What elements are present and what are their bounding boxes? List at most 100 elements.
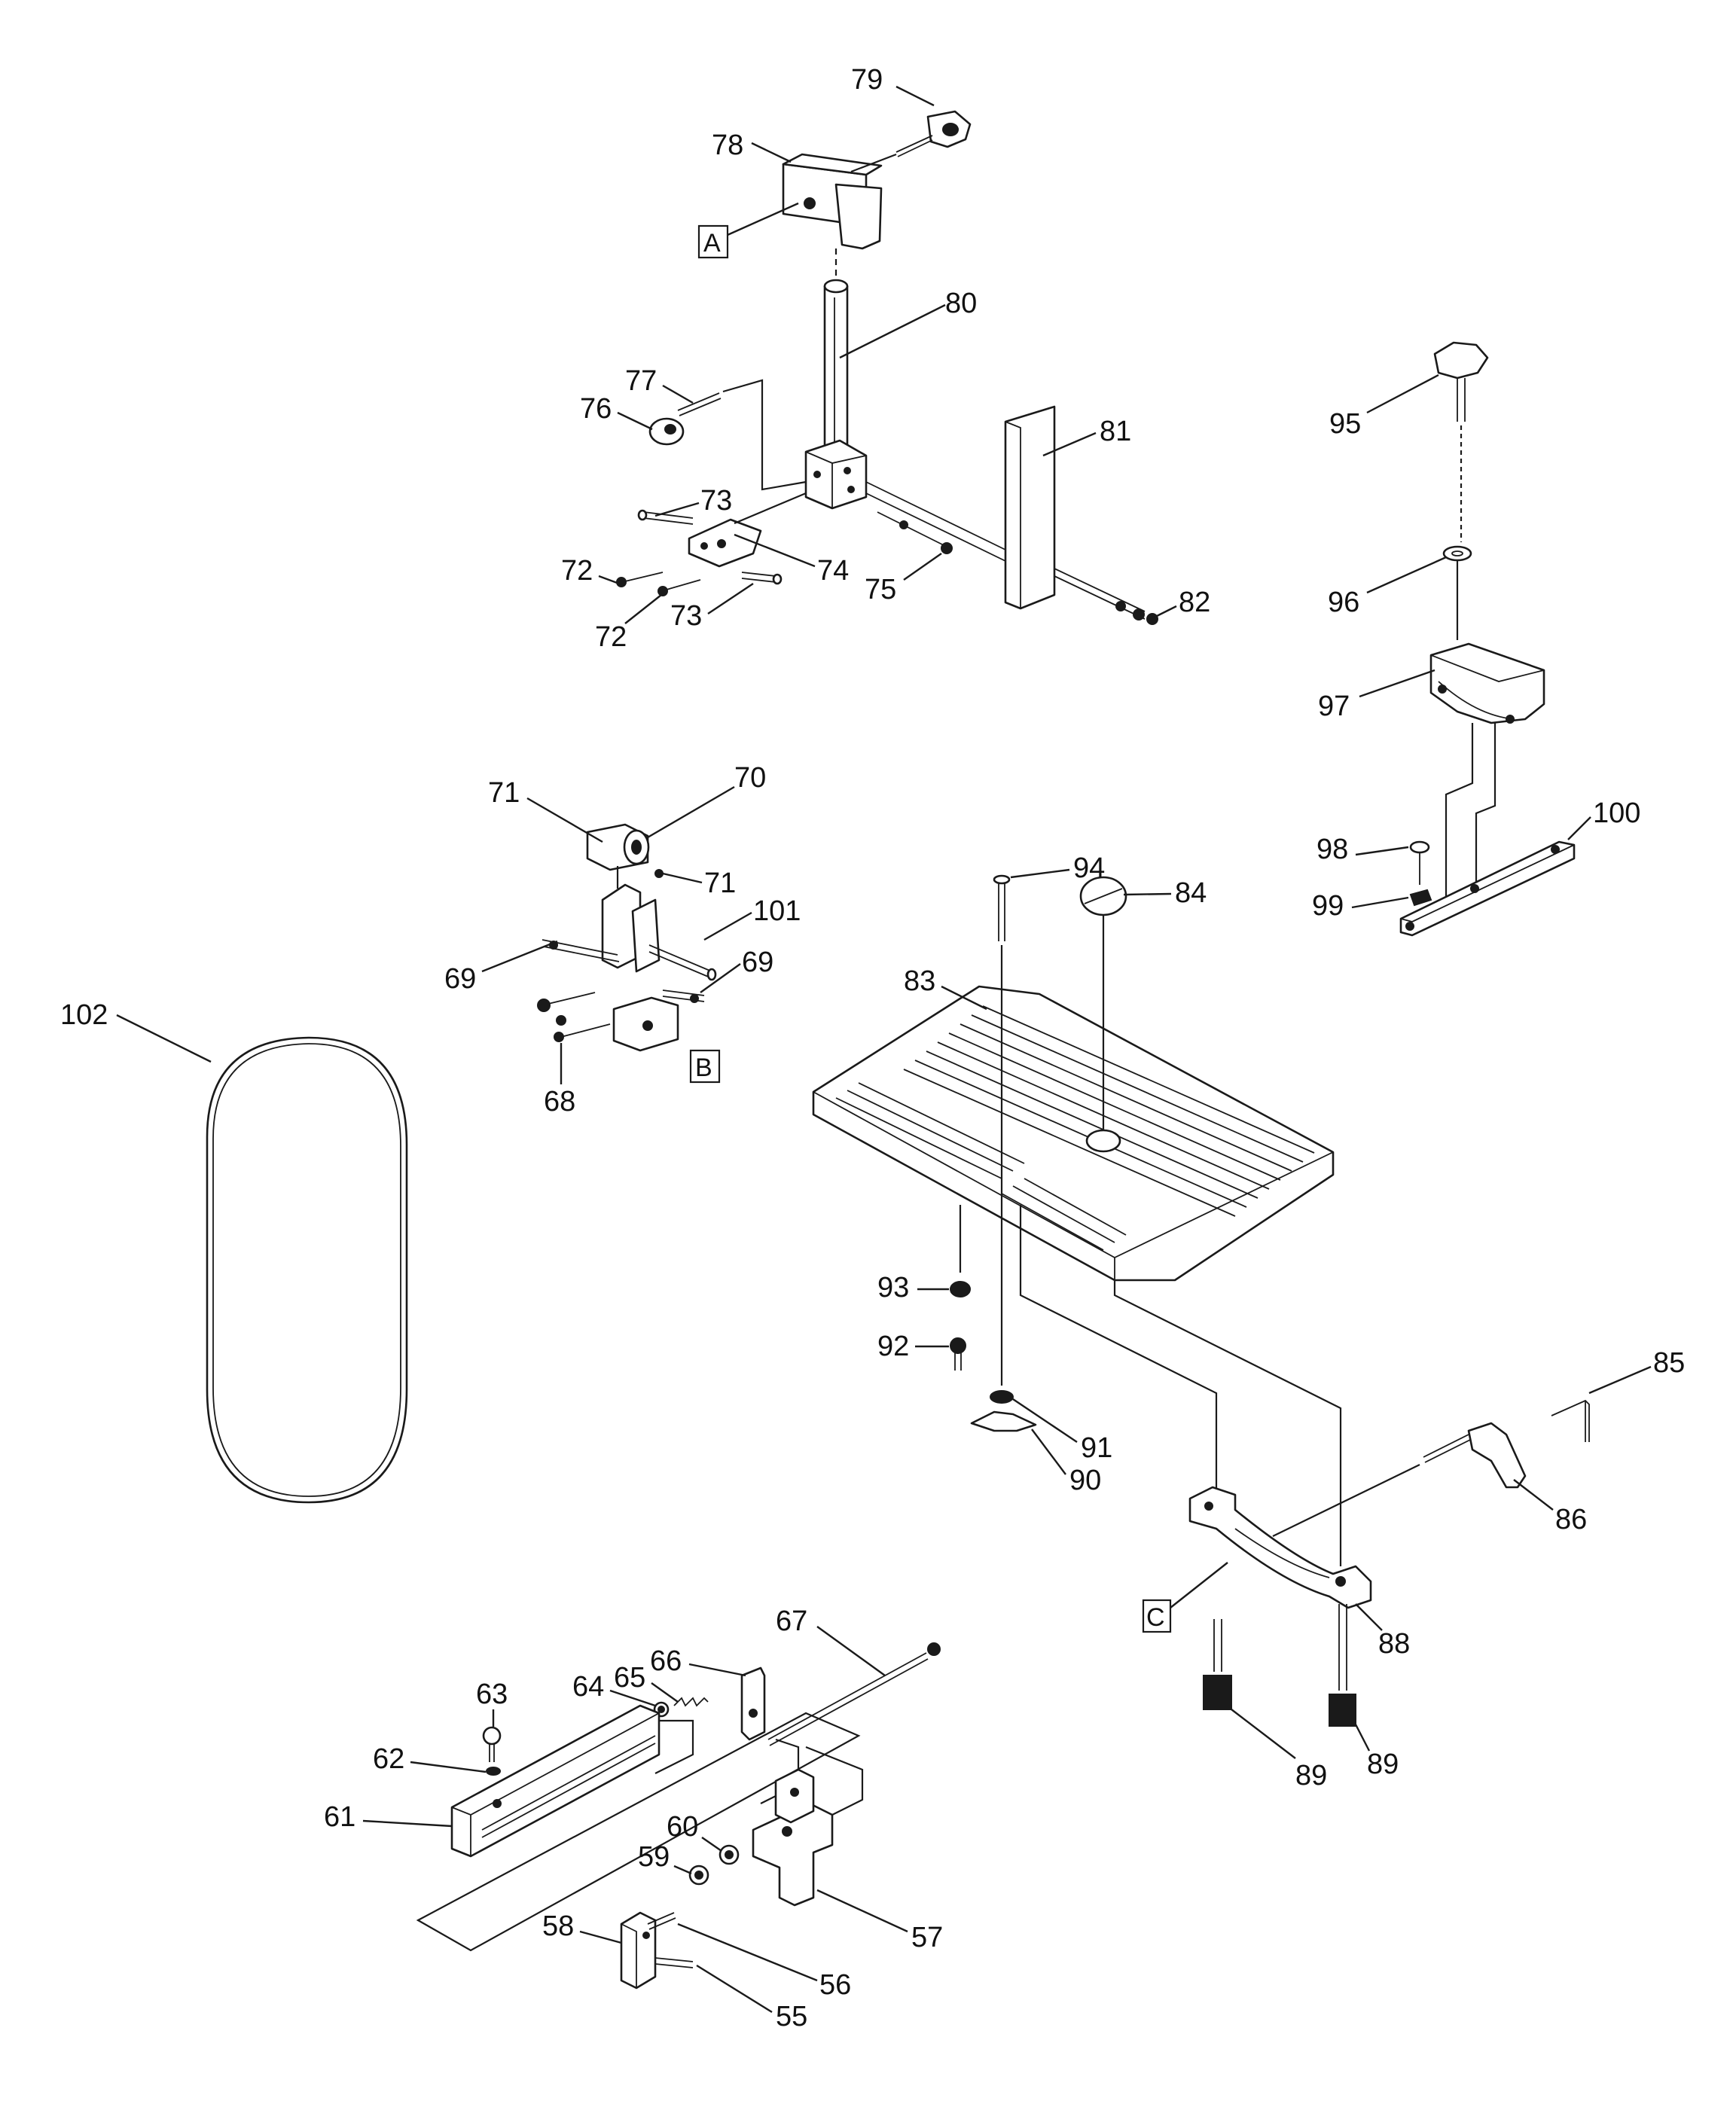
part-94-bolt	[993, 874, 1011, 1386]
svg-text:76: 76	[580, 393, 612, 425]
guide-plate	[612, 996, 679, 1052]
callout-60: 60	[667, 1811, 722, 1852]
callout-57: 57	[816, 1889, 943, 1953]
svg-text:61: 61	[324, 1801, 355, 1833]
svg-text:70: 70	[734, 762, 766, 794]
part-77-pin	[677, 392, 722, 416]
svg-text:63: 63	[476, 1679, 508, 1710]
callout-61: 61	[324, 1801, 453, 1833]
callout-96: 96	[1328, 556, 1447, 618]
svg-text:58: 58	[542, 1910, 574, 1942]
svg-text:84: 84	[1175, 877, 1207, 909]
svg-text:60: 60	[667, 1811, 698, 1843]
callout-69a: 69	[444, 940, 558, 995]
svg-text:B: B	[695, 1054, 712, 1082]
table-grooves	[835, 1005, 1315, 1251]
callout-99: 99	[1312, 890, 1409, 922]
part-65-spring	[673, 1697, 709, 1707]
part-86-lock-handle	[1272, 1422, 1527, 1537]
svg-text:59: 59	[638, 1841, 670, 1873]
callout-70: 70	[647, 762, 766, 839]
part-74-guide-bracket	[688, 492, 807, 568]
part-79-lock-knob	[895, 110, 972, 157]
svg-text:89: 89	[1367, 1749, 1399, 1780]
part-89-stop-right	[1329, 1604, 1356, 1727]
lower-assembly	[416, 1642, 941, 1990]
guide-post-block	[804, 439, 868, 510]
svg-text:68: 68	[544, 1086, 575, 1118]
part-98-screw	[1409, 840, 1430, 885]
callout-83: 83	[904, 965, 987, 1011]
callout-93: 93	[877, 1272, 949, 1304]
svg-text:86: 86	[1555, 1504, 1587, 1535]
svg-text:69: 69	[742, 947, 773, 978]
part-92-screw	[950, 1337, 966, 1371]
svg-text:75: 75	[865, 574, 896, 605]
svg-text:90: 90	[1069, 1465, 1101, 1496]
callout-88: 88	[1355, 1603, 1410, 1660]
callout-69b: 69	[700, 947, 773, 993]
svg-text:101: 101	[753, 895, 801, 927]
callout-94: 94	[1010, 852, 1105, 884]
svg-text:57: 57	[911, 1922, 943, 1953]
part-73-pin-lower	[741, 572, 783, 585]
callout-72a: 72	[561, 555, 620, 587]
svg-text:100: 100	[1593, 797, 1640, 829]
svg-text:71: 71	[704, 867, 736, 899]
callout-80: 80	[839, 288, 977, 359]
callout-63: 63	[476, 1679, 508, 1727]
part-58-guide-block	[620, 1911, 657, 1990]
part-88-trunnion	[1188, 1486, 1372, 1609]
svg-text:66: 66	[650, 1645, 682, 1677]
part-62-washer	[486, 1767, 501, 1776]
callout-62: 62	[373, 1743, 487, 1775]
part-78-upper-bracket	[782, 153, 897, 250]
callout-100: 100	[1567, 797, 1640, 840]
svg-text:85: 85	[1653, 1347, 1685, 1379]
svg-text:A: A	[703, 229, 721, 258]
part-63-screw	[482, 1726, 502, 1762]
callout-74: 74	[734, 533, 849, 587]
svg-text:98: 98	[1316, 834, 1348, 865]
callout-77: 77	[625, 365, 694, 404]
callout-84: 84	[1123, 877, 1207, 909]
svg-text:62: 62	[373, 1743, 404, 1775]
svg-text:72: 72	[561, 555, 593, 587]
svg-text:82: 82	[1179, 587, 1210, 618]
svg-text:55: 55	[776, 2001, 807, 2032]
part-102-saw-blade	[206, 1036, 408, 1504]
part-83-table-assembly	[812, 985, 1335, 1282]
svg-text:93: 93	[877, 1272, 909, 1304]
callout-58: 58	[542, 1910, 622, 1944]
callout-65: 65	[614, 1662, 679, 1703]
callout-59: 59	[638, 1841, 692, 1875]
svg-text:71: 71	[488, 777, 520, 809]
callout-67: 67	[776, 1605, 886, 1676]
part-70-guide-block	[586, 823, 650, 871]
part-72-screw-lower	[657, 579, 701, 596]
svg-text:92: 92	[877, 1331, 909, 1362]
miter-gauge-assembly	[1399, 341, 1576, 937]
part-96-washer	[1442, 545, 1472, 562]
callout-89b: 89	[1354, 1724, 1399, 1780]
boxed-label-b: B	[689, 1049, 721, 1084]
callout-73b: 73	[670, 583, 754, 632]
svg-text:67: 67	[776, 1605, 807, 1637]
callout-76: 76	[580, 393, 653, 431]
svg-text:C: C	[1146, 1603, 1165, 1632]
callout-75: 75	[865, 553, 942, 605]
part-69-pin-right	[662, 989, 705, 1003]
callout-55: 55	[696, 1964, 807, 2032]
callout-79: 79	[851, 64, 935, 107]
part-82-screw-assembly	[1054, 568, 1158, 625]
part-57-blade-guide-base	[752, 1768, 834, 1907]
svg-text:89: 89	[1295, 1760, 1327, 1791]
svg-text:77: 77	[625, 365, 657, 397]
svg-text:64: 64	[572, 1671, 604, 1703]
svg-text:94: 94	[1073, 852, 1105, 884]
part-97-miter-body	[1429, 642, 1545, 724]
part-93-nut	[950, 1281, 971, 1297]
callout-85: 85	[1588, 1347, 1685, 1395]
trunnion-assembly	[1019, 1205, 1590, 1727]
callout-92: 92	[877, 1331, 949, 1362]
